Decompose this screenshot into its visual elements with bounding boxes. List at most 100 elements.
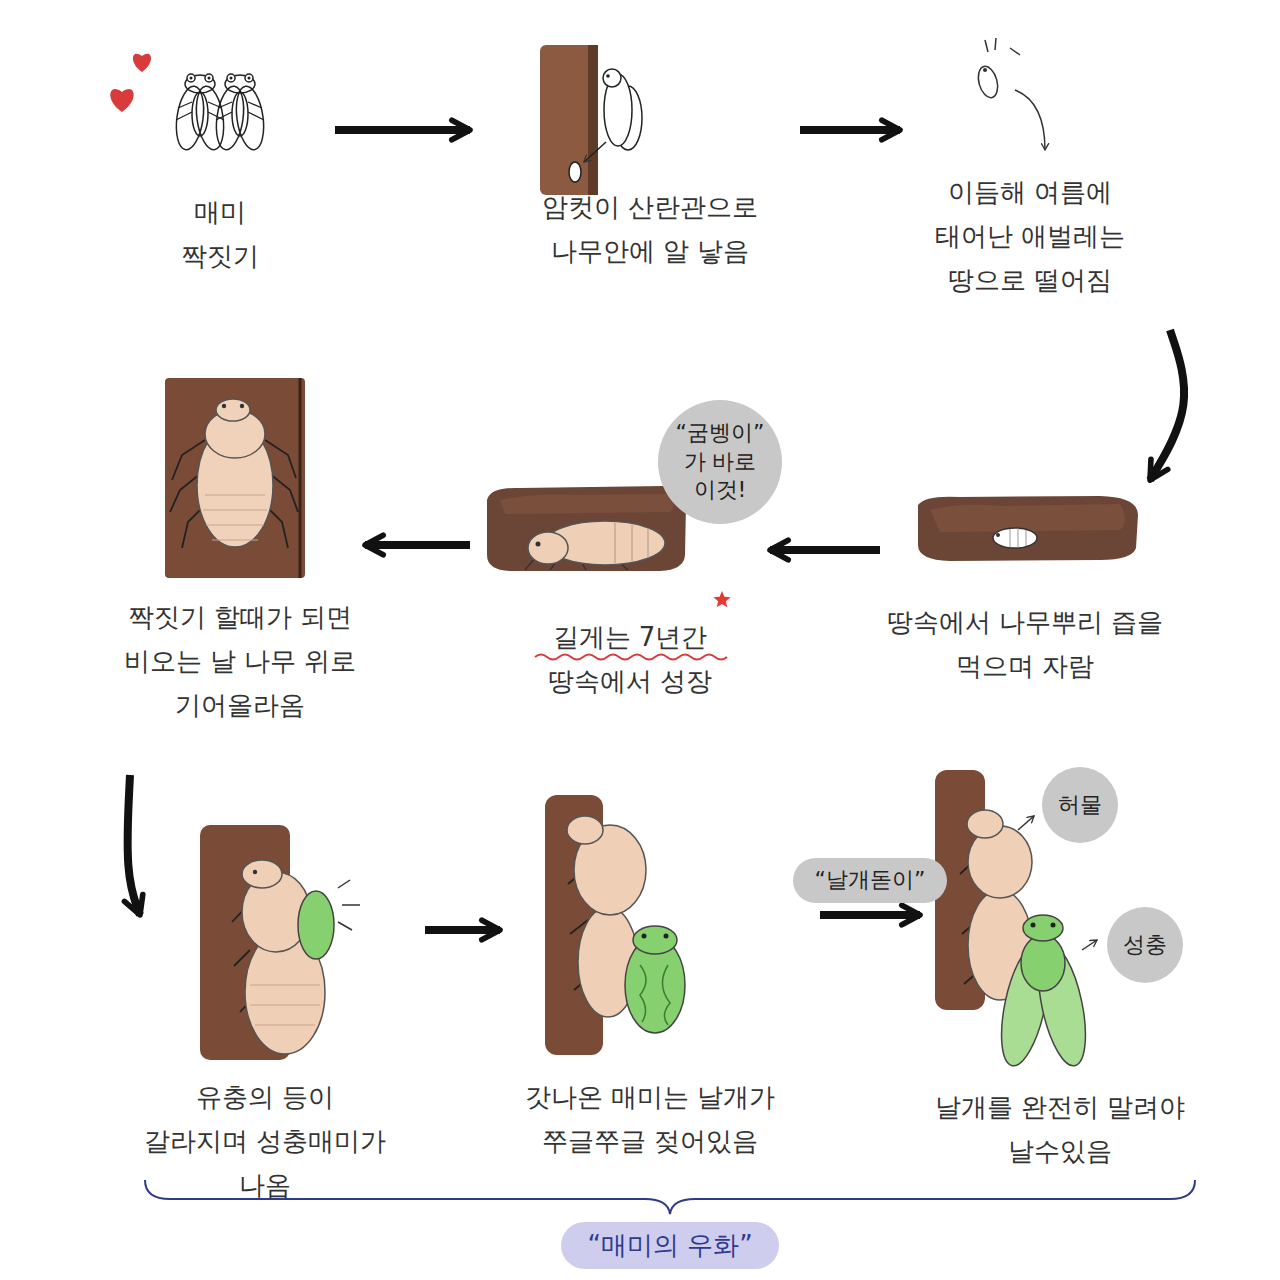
egg-laying xyxy=(540,45,642,195)
wet-adult xyxy=(567,816,603,844)
brace xyxy=(145,1180,1195,1214)
flow-arrow xyxy=(1150,330,1184,480)
egg-laying xyxy=(603,69,621,87)
wet-adult xyxy=(642,934,647,939)
star-mark xyxy=(713,591,730,607)
node-text: 유충의 등이 갈라지며 성충매미가 나옴 xyxy=(140,1075,390,1207)
nymph-climbing xyxy=(299,378,302,578)
hatched-larva xyxy=(985,38,1020,55)
brace xyxy=(145,1180,1195,1214)
mating-cicadas xyxy=(213,74,268,151)
flow-arrow xyxy=(770,546,880,554)
stage-box: 유충의 등이 갈라지며 성충매미가 나옴 xyxy=(140,815,425,1213)
nymph-climbing xyxy=(203,495,267,540)
stage-box: 매미 짝짓기 xyxy=(110,40,335,284)
nymph-climbing xyxy=(165,378,305,578)
grub-in-soil xyxy=(536,542,541,547)
caption-pill: “매미의 우화” xyxy=(561,1222,778,1269)
egg-laying xyxy=(606,74,610,78)
bubble-shape xyxy=(1042,767,1118,843)
callout-bubble: 허물 xyxy=(1041,766,1119,844)
edge-label: “날개돋이” xyxy=(815,866,926,895)
back-splitting xyxy=(253,870,257,874)
larva-in-soil xyxy=(918,496,1138,561)
egg-laying xyxy=(584,142,606,162)
flow-arrow xyxy=(335,126,470,134)
node-text: 암컷이 산란관으로 나무안에 알 낳음 xyxy=(515,185,785,273)
stage-box: 땅속에서 나무뿌리 즙을 먹으며 자람 xyxy=(880,480,1190,720)
flow-arrow xyxy=(800,126,900,134)
back-splitting xyxy=(250,985,320,1025)
node-text: 땅속에서 나무뿌리 즙을 먹으며 자람 xyxy=(880,600,1170,688)
star-mark xyxy=(713,591,730,607)
larva-in-soil xyxy=(930,504,1125,532)
grub-in-soil xyxy=(487,486,686,571)
node-text: 허물 xyxy=(1054,791,1106,820)
node-text: 성충 xyxy=(1119,931,1171,960)
hearts xyxy=(133,54,151,72)
hearts xyxy=(110,89,133,112)
dry-adult xyxy=(1023,915,1063,941)
nymph-climbing xyxy=(240,404,244,408)
flow-arrow xyxy=(425,926,500,934)
back-splitting xyxy=(242,860,282,888)
mating-cicadas xyxy=(173,74,228,151)
node-text: 날개를 완전히 말려야 날수있음 xyxy=(930,1085,1190,1173)
node-text: 이듬해 여름에 태어난 애벌레는 땅으로 떨어짐 xyxy=(905,170,1155,302)
dry-adult xyxy=(1018,816,1034,830)
callout-bubble: “굼벵이” 가 바로 이것! xyxy=(657,399,783,525)
flow-arrow xyxy=(365,541,470,549)
egg-laying xyxy=(588,45,598,195)
larva-in-soil xyxy=(996,533,1000,537)
hatched-larva xyxy=(975,64,1001,100)
back-splitting xyxy=(338,880,360,930)
larva-in-soil xyxy=(993,528,1037,548)
stage-box: 이듬해 여름에 태어난 애벌레는 땅으로 떨어짐 xyxy=(900,30,1190,330)
flow-arrow xyxy=(128,775,140,915)
wavy-underline xyxy=(535,655,727,660)
stage-box: 날개를 완전히 말려야 날수있음 허물성충 xyxy=(920,760,1195,1180)
nymph-climbing xyxy=(165,378,305,578)
dry-adult xyxy=(1021,935,1065,991)
egg-laying xyxy=(540,45,598,195)
callout-bubble: 성충 xyxy=(1106,906,1184,984)
stage-box: 짝짓기 할때가 되면 비오는 날 나무 위로 기어올라옴 xyxy=(70,365,365,775)
wet-adult xyxy=(633,926,677,954)
bubble-shape xyxy=(1107,907,1183,983)
nymph-climbing xyxy=(216,399,250,421)
egg-laying xyxy=(569,162,581,182)
dry-adult xyxy=(1031,923,1036,928)
stage-box: 갓나온 매미는 날개가 쭈글쭈글 젖어있음 xyxy=(500,790,820,1180)
hatched-larva xyxy=(983,68,987,72)
wet-adult xyxy=(545,795,685,1055)
bubble-shape xyxy=(658,400,782,524)
larva-in-soil xyxy=(1010,528,1026,548)
dry-adult xyxy=(1082,940,1097,950)
node-text: 짝짓기 할때가 되면 비오는 날 나무 위로 기어올라옴 xyxy=(95,595,385,727)
grub-in-soil xyxy=(500,494,674,514)
mating-cicadas xyxy=(173,74,268,151)
caption: “매미의 우화” xyxy=(587,1228,752,1263)
dry-adult xyxy=(1051,923,1056,928)
node-text: 길게는 7년간 땅속에서 성장 xyxy=(520,615,740,703)
flow-arrow xyxy=(820,911,920,919)
wet-adult xyxy=(640,965,670,1025)
hatched-larva xyxy=(1015,90,1045,150)
grub-in-soil xyxy=(487,486,686,571)
stage-box: 암컷이 산란관으로 나무안에 알 낳음 xyxy=(470,30,800,300)
edge-label-pill: “날개돋이” xyxy=(793,858,948,903)
node-text: “굼벵이” 가 바로 이것! xyxy=(670,419,770,505)
stage-box: 길게는 7년간 땅속에서 성장 xyxy=(470,480,770,730)
back-splitting xyxy=(298,891,334,959)
grub-in-soil xyxy=(528,532,568,564)
grub-in-soil xyxy=(615,523,648,563)
back-splitting xyxy=(200,825,360,1060)
hearts xyxy=(110,54,151,112)
wet-adult xyxy=(664,934,669,939)
dry-adult xyxy=(967,810,1003,838)
node-text: 매미 짝짓기 xyxy=(160,190,280,278)
larva-in-soil xyxy=(918,496,1138,561)
hatched-larva xyxy=(975,38,1045,150)
